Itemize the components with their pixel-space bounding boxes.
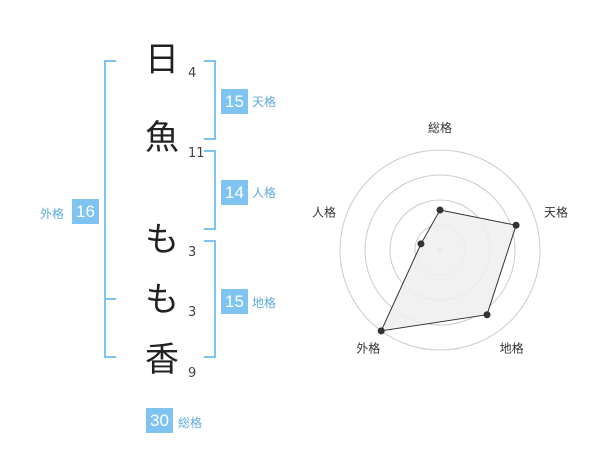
radar-ring xyxy=(339,149,541,351)
radar-point-0 xyxy=(436,206,444,214)
name-char-3: も xyxy=(145,220,179,260)
stroke-count-4: 3 xyxy=(188,305,197,320)
jinkaku-value: 14 xyxy=(221,180,248,205)
tenkaku-value: 15 xyxy=(221,89,248,114)
radar-axis-label-jinkaku: 人格 xyxy=(312,204,336,219)
radar-chart: 総格 天格 地格 外格 人格 xyxy=(312,120,568,356)
radar-point-3 xyxy=(377,327,385,335)
gaikaku-bracket-divider xyxy=(104,298,116,300)
gaikaku-bracket xyxy=(104,60,116,358)
soukaku-label: 総格 xyxy=(178,416,203,430)
soukaku-value: 30 xyxy=(146,408,173,433)
jinkaku-label: 人格 xyxy=(252,186,277,200)
radar-point-4 xyxy=(417,240,425,248)
radar-points xyxy=(377,206,520,335)
stroke-count-2: 11 xyxy=(188,146,205,161)
jinkaku-bracket xyxy=(204,150,216,230)
chikaku-value: 15 xyxy=(221,289,248,314)
tenkaku-bracket xyxy=(204,60,216,140)
name-char-4: も xyxy=(145,280,179,320)
radar-polygon xyxy=(380,209,517,332)
radar-ring xyxy=(364,174,516,326)
gaikaku-value: 16 xyxy=(72,199,99,224)
radar-point-2 xyxy=(483,311,491,319)
stroke-count-5: 9 xyxy=(188,366,197,381)
stroke-count-1: 4 xyxy=(188,66,197,81)
radar-point-1 xyxy=(512,221,520,229)
chikaku-bracket xyxy=(204,240,216,358)
name-char-1: 日 xyxy=(145,40,179,80)
radar-axis-label-gaikaku: 外格 xyxy=(356,341,380,356)
stroke-count-3: 3 xyxy=(188,245,197,260)
name-char-2: 魚 xyxy=(145,118,179,158)
radar-axis-label-tenkaku: 天格 xyxy=(544,204,568,219)
gaikaku-label: 外格 xyxy=(40,207,65,221)
tenkaku-label: 天格 xyxy=(252,95,277,109)
radar-axis-label-soukaku: 総格 xyxy=(428,120,452,135)
chikaku-label: 地格 xyxy=(252,296,277,310)
name-char-5: 香 xyxy=(145,340,179,380)
radar-axis-label-chikaku: 地格 xyxy=(500,341,524,356)
